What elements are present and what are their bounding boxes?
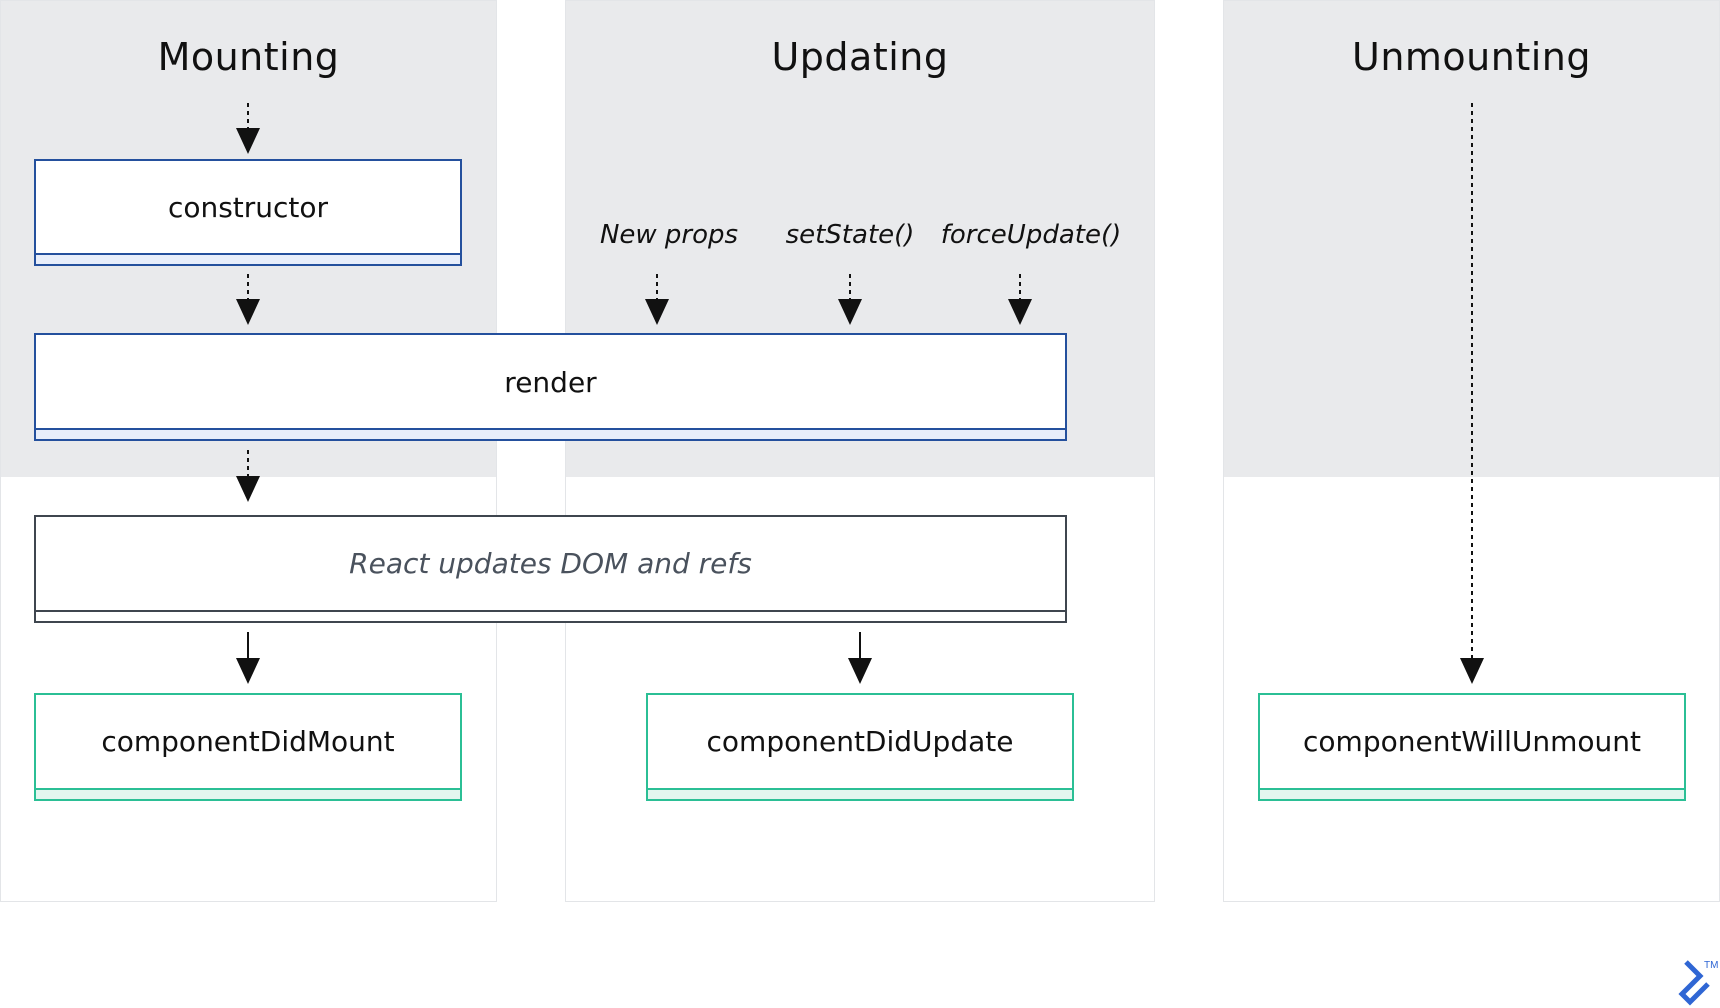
component-did-update-box: componentDidUpdate bbox=[646, 693, 1074, 801]
box-footer bbox=[36, 428, 1065, 439]
box-footer bbox=[36, 788, 460, 799]
logo-mark-icon: TM bbox=[1678, 960, 1718, 1006]
arrow-render-to-dom-update bbox=[236, 450, 260, 502]
trigger-new-props: New props bbox=[599, 220, 739, 250]
arrow-force-update-to-render bbox=[1008, 274, 1032, 325]
arrow-mounting-to-constructor bbox=[236, 103, 260, 154]
brand-logo: TM bbox=[1668, 956, 1720, 1008]
react-updates-dom-label: React updates DOM and refs bbox=[349, 547, 752, 580]
box-footer bbox=[36, 253, 460, 264]
arrow-dom-update-to-did-update bbox=[848, 632, 872, 684]
trademark-label: TM bbox=[1704, 960, 1718, 971]
box-footer bbox=[36, 610, 1065, 621]
unmounting-title: Unmounting bbox=[1352, 35, 1591, 79]
arrow-set-state-to-render bbox=[838, 274, 862, 325]
trigger-force-update: forceUpdate() bbox=[940, 220, 1122, 250]
arrow-new-props-to-render bbox=[645, 274, 669, 325]
component-will-unmount-label: componentWillUnmount bbox=[1303, 725, 1641, 758]
arrow-constructor-to-render bbox=[236, 274, 260, 325]
mounting-title: Mounting bbox=[157, 35, 340, 79]
component-will-unmount-box: componentWillUnmount bbox=[1258, 693, 1686, 801]
component-did-update-label: componentDidUpdate bbox=[706, 725, 1014, 758]
box-footer bbox=[1260, 788, 1684, 799]
trigger-set-state: setState() bbox=[785, 220, 915, 250]
updating-title: Updating bbox=[771, 35, 949, 79]
render-box: render bbox=[34, 333, 1067, 441]
render-label: render bbox=[504, 366, 597, 399]
arrow-dom-update-to-did-mount bbox=[236, 632, 260, 684]
arrow-unmounting-to-will-unmount bbox=[1460, 103, 1484, 684]
component-did-mount-box: componentDidMount bbox=[34, 693, 462, 801]
component-did-mount-label: componentDidMount bbox=[101, 725, 395, 758]
constructor-box: constructor bbox=[34, 159, 462, 266]
react-updates-dom-box: React updates DOM and refs bbox=[34, 515, 1067, 623]
box-footer bbox=[648, 788, 1072, 799]
constructor-label: constructor bbox=[167, 191, 329, 224]
